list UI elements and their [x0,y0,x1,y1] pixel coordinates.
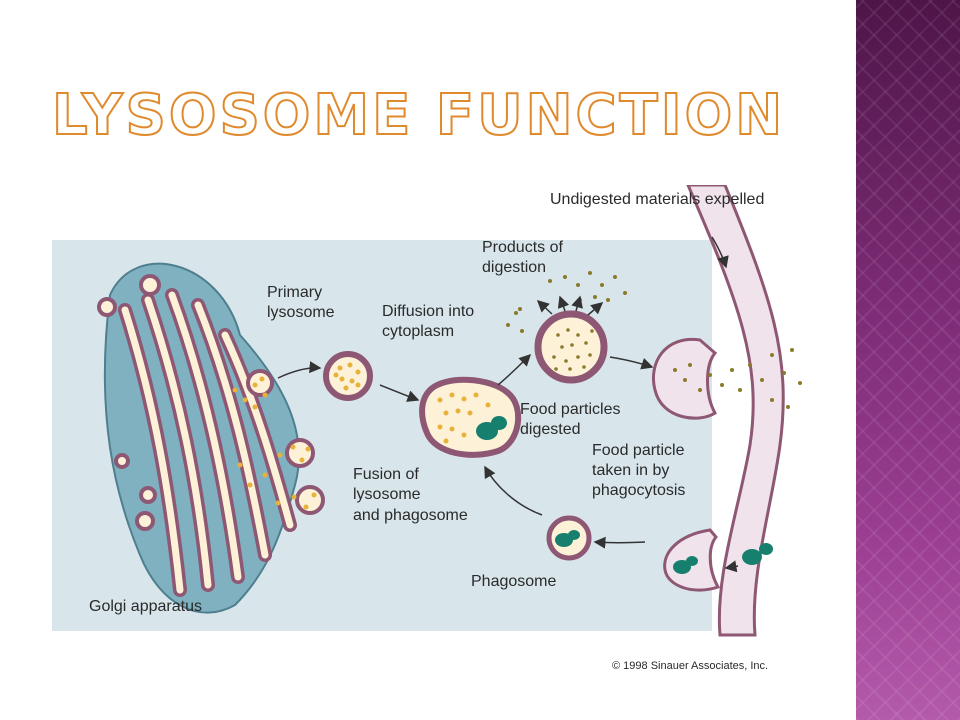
golgi-bulb-3 [295,485,325,515]
digested-vesicle [534,310,608,384]
label-food-taken-line2: taken in by [592,462,669,479]
incoming-food-particle [673,543,773,574]
golgi-bulb-2 [285,438,315,468]
label-phagosome: Phagosome [471,573,556,590]
label-diffusion-line2: cytoplasm [382,323,454,340]
arrow-fusion-to-digestion [497,353,532,386]
arrow-product-2 [557,295,570,312]
arrow-membrane-to-phagosome [593,536,646,549]
label-primary-lysosome-line1: Primary [267,284,322,301]
arrow-food-entry [724,560,739,573]
label-products-line2: digestion [482,259,546,276]
arrow-product-3 [571,295,583,312]
label-diffusion-line1: Diffusion into [382,303,474,320]
arrow-phagosome-to-fusion [484,465,543,516]
label-food-digested-line1: Food particles [520,401,621,418]
copyright-notice: © 1998 Sinauer Associates, Inc. [612,660,768,672]
arrow-undigested-label [711,236,729,269]
golgi-enzyme-dots [232,376,317,510]
arrow-product-4 [587,302,604,316]
side-decoration-band [856,0,960,720]
label-food-taken-line1: Food particle [592,442,685,459]
label-fusion-line3: and phagosome [353,507,468,524]
label-food-digested-line2: digested [520,421,581,438]
plasma-membrane [652,185,802,637]
label-fusion-line1: Fusion of [353,466,419,483]
arrow-digestion-to-membrane [609,356,654,370]
lysosome-diagram: Golgi apparatus Primary lysosome Diffusi… [50,185,830,675]
label-food-taken-line3: phagocytosis [592,482,685,499]
label-primary-lysosome-line2: lysosome [267,304,335,321]
food-particle-in-fusion [476,416,507,440]
process-arrows [277,236,739,573]
label-golgi-apparatus: Golgi apparatus [89,598,202,615]
arrow-golgi-to-lysosome [277,361,322,379]
golgi-apparatus [97,262,325,614]
expelled-materials [673,348,802,409]
slide-title: Lysosome Function [51,83,786,148]
fusion-vesicle [419,376,522,458]
arrow-lysosome-to-fusion [379,384,420,402]
diagram-svg: Golgi apparatus Primary lysosome Diffusi… [52,185,802,672]
primary-lysosome [323,351,373,401]
arrow-product-1 [536,299,553,315]
golgi-vesicles [97,274,161,531]
label-undigested-expelled: Undigested materials expelled [550,191,764,208]
golgi-bulb-1 [246,369,274,397]
label-fusion-line2: lysosome [353,486,421,503]
label-products-line1: Products of [482,239,563,256]
phagosome [546,515,592,561]
side-pattern [856,0,960,720]
